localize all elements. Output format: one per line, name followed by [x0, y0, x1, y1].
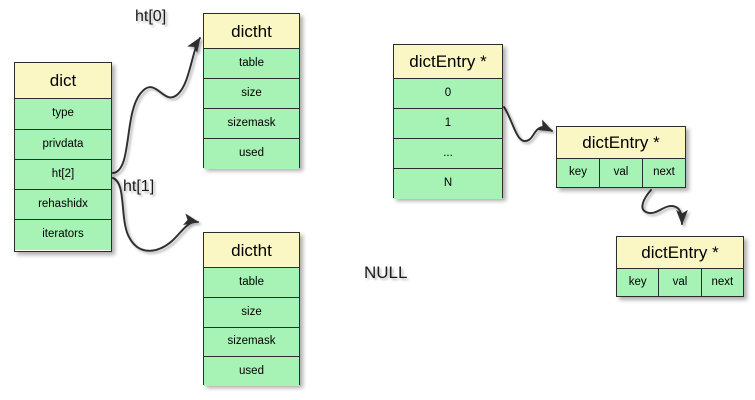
bucket-slot-1: 1 — [394, 109, 502, 139]
bucket-slot-0: 0 — [394, 79, 502, 109]
dict-entry-2-next: next — [701, 269, 743, 296]
bucket-slot-n: N — [394, 169, 502, 199]
dict-entry-1-header: dictEntry * — [557, 127, 685, 159]
dict-field-rehashidx: rehashidx — [15, 190, 111, 220]
edge-label-ht0: ht[0] — [135, 8, 167, 25]
dict-entry-2-val: val — [659, 269, 702, 296]
dict-field-privdata: privdata — [15, 130, 111, 160]
dictht-0-header: dictht — [204, 14, 299, 49]
dictht-0-field-used: used — [204, 139, 299, 169]
dict-entry-2-key: key — [617, 269, 660, 296]
dict-field-iterators: iterators — [15, 220, 111, 250]
dictht-0-field-size: size — [204, 79, 299, 109]
dict-header: dict — [15, 63, 111, 99]
dictht-1-field-sizemask: sizemask — [204, 328, 299, 357]
dictht-1-header: dictht — [204, 233, 299, 268]
dictht-0-struct: dictht table size sizemask used — [203, 13, 300, 169]
dictht-1-field-size: size — [204, 298, 299, 328]
dict-entry-1-key: key — [557, 159, 600, 187]
dictht-0-field-sizemask: sizemask — [204, 109, 299, 139]
dict-entry-1-val: val — [600, 159, 643, 187]
arrow-bucket1-to-entry1 — [503, 106, 554, 142]
dict-field-type: type — [15, 99, 111, 130]
arrow-ht0 — [112, 37, 201, 174]
dict-entry-2-struct: dictEntry * key val next — [616, 236, 744, 297]
bucket-array-header: dictEntry * — [394, 45, 502, 79]
dict-entry-1-row: key val next — [557, 159, 685, 187]
dict-entry-1-struct: dictEntry * key val next — [556, 126, 686, 188]
dictht-0-field-table: table — [204, 49, 299, 79]
dict-entry-2-row: key val next — [617, 269, 743, 296]
dictht-1-field-table: table — [204, 268, 299, 298]
dictht-1-field-used: used — [204, 357, 299, 386]
dict-struct: dict type privdata ht[2] rehashidx itera… — [14, 62, 112, 252]
bucket-slot-ellipsis: ... — [394, 139, 502, 169]
edge-label-ht1: ht[1] — [123, 178, 155, 195]
bucket-array-struct: dictEntry * 0 1 ... N — [393, 44, 503, 199]
null-label: NULL — [364, 263, 408, 282]
dict-field-ht: ht[2] — [15, 160, 111, 190]
arrow-entry1-next-to-entry2 — [641, 189, 688, 226]
dictht-1-struct: dictht table size sizemask used — [203, 232, 300, 386]
dict-entry-1-next: next — [643, 159, 685, 187]
dict-entry-2-header: dictEntry * — [617, 237, 743, 269]
